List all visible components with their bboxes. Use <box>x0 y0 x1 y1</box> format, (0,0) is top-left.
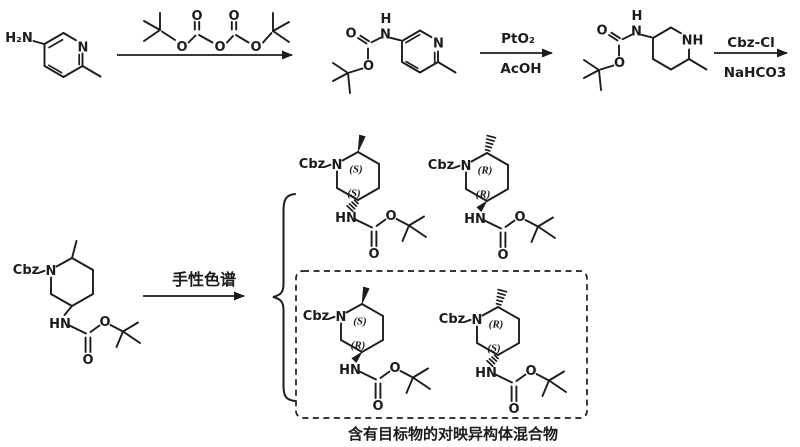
molecule-bonds <box>332 29 457 94</box>
boc-anhydride-bonds <box>143 12 290 44</box>
stereo-label-bottom: (R) <box>351 340 366 352</box>
reaction-step-chiral: 手性色谱 <box>143 270 245 301</box>
carbonyl-o-label: O <box>345 27 356 42</box>
stereo-label-top: (S) <box>349 164 362 176</box>
nh-wedge-bond <box>351 351 363 364</box>
ester-o-label: O <box>176 40 187 55</box>
methyl-wedge-bond <box>361 286 370 305</box>
pyridine-n-label: N <box>78 41 89 56</box>
start-material-aminopyridine: H₂N N <box>5 31 102 78</box>
piperidine-nh-label: NH <box>682 34 704 49</box>
reaction-step2: PtO₂ AcOH <box>480 31 553 77</box>
methyl-hash-bond <box>495 288 508 306</box>
intermediate-boc-aminopyridine: O H N N O <box>332 12 457 94</box>
isomer-ss: (S) (S) <box>297 134 427 263</box>
stereo-label-top: (R) <box>478 165 493 177</box>
isomer-rs: (R) (S) <box>437 288 567 418</box>
ester-o-label: O <box>614 56 625 71</box>
nh-hash-bond <box>486 354 499 368</box>
substrate-cbz-piperidine <box>11 240 141 369</box>
carbonyl-o-label: O <box>191 9 202 24</box>
methyl-wedge-bond <box>357 134 366 153</box>
nh-wedge-bond <box>476 200 488 213</box>
molecule-bonds <box>583 26 708 91</box>
stereo-label-top: (R) <box>489 319 504 331</box>
methyl-bond <box>71 240 78 259</box>
reaction-step3: Cbz-Cl NaHCO3 <box>714 35 788 81</box>
amide-n-label: N <box>380 28 391 43</box>
target-enantiomer-box <box>295 270 588 419</box>
anhydride-o-label: O <box>214 40 225 55</box>
isomer-rr: (R) (R) <box>426 134 556 264</box>
stereo-label-top: (S) <box>353 316 366 328</box>
amide-h-label: H <box>381 12 392 27</box>
stereo-label-bottom: (S) <box>347 188 360 200</box>
stereo-label-bottom: (R) <box>476 189 491 201</box>
amide-h-label: H <box>632 9 643 24</box>
methyl-hash-bond <box>484 134 497 152</box>
amide-n-label: N <box>631 25 642 40</box>
amine-h2n-label: H₂N <box>5 31 32 46</box>
intermediate-boc-aminopiperidine: O H N NH O <box>583 9 708 91</box>
reagent-boc-anhydride: O O O O O <box>143 9 290 55</box>
stereo-label-bottom: (S) <box>487 343 500 355</box>
ester-o-label: O <box>363 59 374 74</box>
reagent-label-acoh: AcOH <box>500 61 541 77</box>
reagent-label-cbzcl: Cbz-Cl <box>727 35 775 51</box>
nh-hash-bond <box>346 199 359 213</box>
reagent-label-pto2: PtO₂ <box>501 31 535 47</box>
reagent-label-chiral-chromatography: 手性色谱 <box>172 270 236 289</box>
target-box-caption: 含有目标物的对映异构体混合物 <box>348 425 558 443</box>
carbonyl-o-label: O <box>596 24 607 39</box>
pyridine-n-label: N <box>433 37 444 52</box>
nh-bond <box>63 305 73 316</box>
carbonyl-o-label: O <box>228 9 239 24</box>
pyridine-bonds <box>32 32 102 78</box>
product-brace <box>272 193 296 402</box>
isomer-sr: (S) (R) <box>301 286 431 415</box>
reagent-label-nahco3: NaHCO3 <box>724 65 786 81</box>
ester-o-label: O <box>250 40 261 55</box>
